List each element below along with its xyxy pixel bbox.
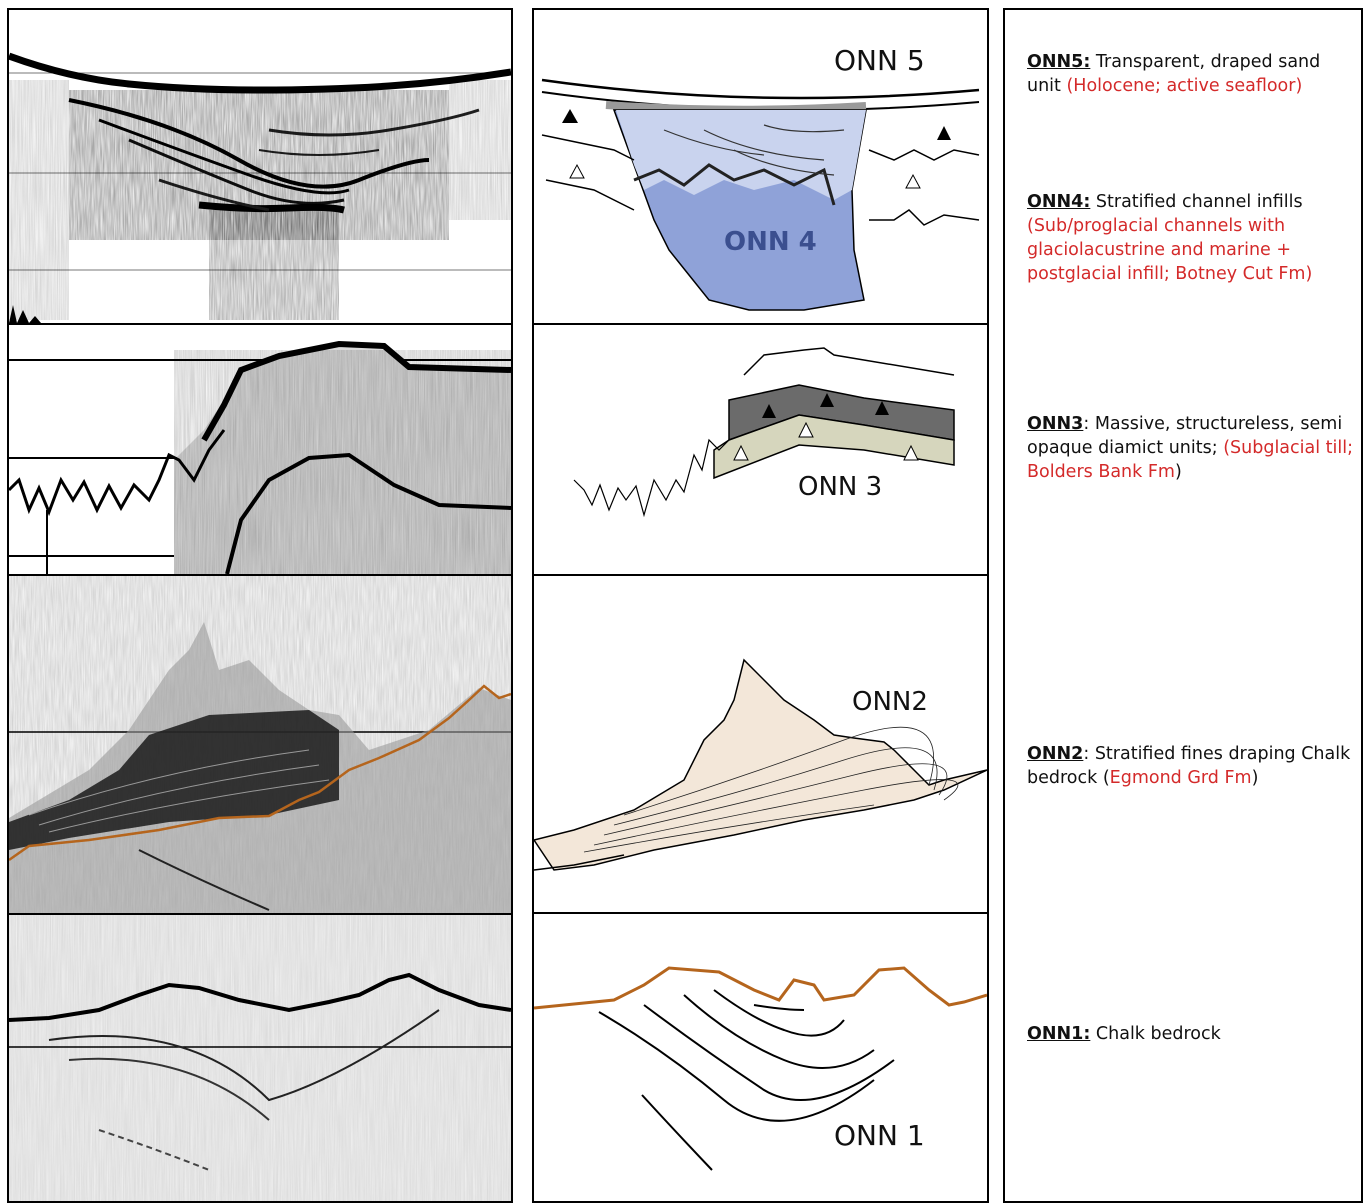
label-onn4: ONN 4 xyxy=(724,227,817,257)
description-note: (Subglacial till; Bolders Bank Fm xyxy=(1027,438,1354,482)
description-tail: ) xyxy=(1174,462,1182,482)
description-text: Stratified channel infills xyxy=(1090,192,1303,212)
description-text: Transparent, draped sand unit xyxy=(1027,52,1321,96)
label-onn5: ONN 5 xyxy=(834,44,925,77)
sketch-panel-onn2: ONN2 xyxy=(534,658,987,871)
seismic-profiles xyxy=(9,10,511,1201)
label-onn1: ONN 1 xyxy=(834,1119,925,1152)
sketch-panel-onn5-onn4: ONN 5 ONN 4 xyxy=(541,44,980,311)
seismic-profiles-column xyxy=(7,8,513,1203)
description-text: Chalk bedrock xyxy=(1090,1024,1221,1044)
bedrock-surface xyxy=(534,966,987,1010)
seismic-panel-onn5-onn4 xyxy=(9,10,511,323)
description-column: ONN5: Transparent, draped sand unit (Hol… xyxy=(1003,8,1363,1203)
onn5-drape xyxy=(605,101,867,114)
description-tail: ) xyxy=(1251,768,1259,788)
description-text: : Massive, structureless, semi opaque di… xyxy=(1027,414,1343,458)
description-onn2: ONN2: Stratified fines draping Chalk bed… xyxy=(1027,742,1357,790)
description-onn4: ONN4: Stratified channel infills (Sub/pr… xyxy=(1027,190,1357,286)
interpretive-sketches: ONN 5 ONN 4 ONN 3 ON xyxy=(534,44,987,1171)
description-code: ONN4: xyxy=(1027,192,1091,212)
description-onn5: ONN5: Transparent, draped sand unit (Hol… xyxy=(1027,50,1357,98)
description-code: ONN3 xyxy=(1027,414,1084,434)
description-text: : Stratified fines draping Chalk bedrock… xyxy=(1027,744,1351,788)
description-onn3: ONN3: Massive, structureless, semi opaqu… xyxy=(1027,412,1357,484)
description-code: ONN1: xyxy=(1027,1024,1091,1044)
description-note: Egmond Grd Fm xyxy=(1109,768,1252,788)
sketch-panel-onn1: ONN 1 xyxy=(534,966,987,1171)
description-note: (Sub/proglacial channels with glaciolacu… xyxy=(1027,216,1313,284)
description-note: (Holocene; active seafloor) xyxy=(1066,76,1303,96)
seismic-panel-onn2 xyxy=(9,576,511,913)
label-onn3: ONN 3 xyxy=(798,472,882,502)
label-onn2: ONN2 xyxy=(852,687,928,717)
seismic-panel-onn1 xyxy=(9,915,511,1201)
description-onn1: ONN1: Chalk bedrock xyxy=(1027,1022,1357,1046)
sketch-column: ONN 5 ONN 4 ONN 3 ON xyxy=(532,8,989,1203)
sketch-panel-onn3: ONN 3 xyxy=(573,347,955,518)
seismic-panel-onn3 xyxy=(9,325,511,574)
description-code: ONN2 xyxy=(1027,744,1084,764)
description-code: ONN5: xyxy=(1027,52,1091,72)
onn2-drape xyxy=(534,658,987,871)
